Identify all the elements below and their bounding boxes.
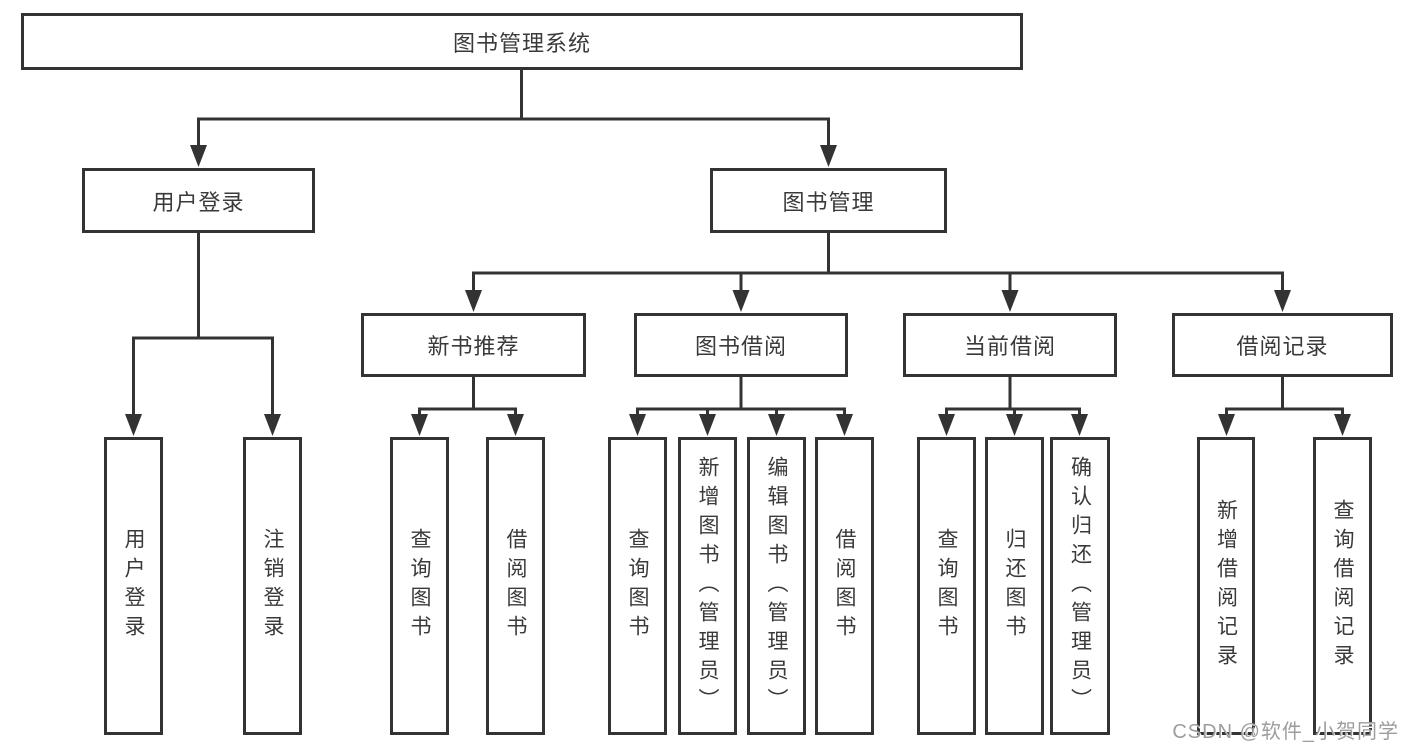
leaf-edit-books-admin: 编辑图书（管理员） [747, 437, 806, 735]
leaf-borrow-books-recommend: 借阅图书 [486, 437, 545, 735]
leaf-label: 查询图书 [408, 528, 431, 644]
leaf-label: 借阅图书 [504, 528, 527, 644]
node-system-root: 图书管理系统 [21, 13, 1023, 70]
leaf-confirm-return-admin: 确认归还（管理员） [1050, 437, 1110, 735]
leaf-label: 查询借阅记录 [1331, 499, 1354, 673]
leaf-user-login: 用户登录 [104, 437, 163, 735]
node-user-login: 用户登录 [82, 168, 315, 233]
leaf-label: 归还图书 [1003, 528, 1026, 644]
leaf-label: 注销登录 [261, 528, 284, 644]
leaf-label: 新增图书（管理员） [696, 455, 719, 717]
leaf-query-borrow-record: 查询借阅记录 [1313, 437, 1372, 735]
node-current-borrowing: 当前借阅 [903, 313, 1117, 377]
leaf-add-borrow-record: 新增借阅记录 [1197, 437, 1255, 735]
leaf-label: 借阅图书 [833, 528, 856, 644]
leaf-add-books-admin: 新增图书（管理员） [678, 437, 737, 735]
node-borrowing-records: 借阅记录 [1172, 313, 1393, 377]
csdn-watermark: CSDN @软件_小贺同学 [1172, 721, 1399, 743]
leaf-borrow-books: 借阅图书 [815, 437, 874, 735]
leaf-query-books-recommend: 查询图书 [390, 437, 449, 735]
leaf-query-books-borrowing: 查询图书 [608, 437, 667, 735]
leaf-label: 用户登录 [122, 528, 145, 644]
node-book-borrowing: 图书借阅 [634, 313, 848, 377]
leaf-query-books-current: 查询图书 [917, 437, 976, 735]
leaf-label: 查询图书 [626, 528, 649, 644]
leaf-label: 确认归还（管理员） [1068, 455, 1092, 717]
leaf-label: 新增借阅记录 [1214, 499, 1238, 673]
leaf-label: 查询图书 [935, 528, 958, 644]
leaf-label: 编辑图书（管理员） [765, 455, 788, 717]
leaf-logout: 注销登录 [243, 437, 302, 735]
node-new-book-recommend: 新书推荐 [361, 313, 586, 377]
node-book-management: 图书管理 [710, 168, 947, 233]
leaf-return-books: 归还图书 [985, 437, 1044, 735]
